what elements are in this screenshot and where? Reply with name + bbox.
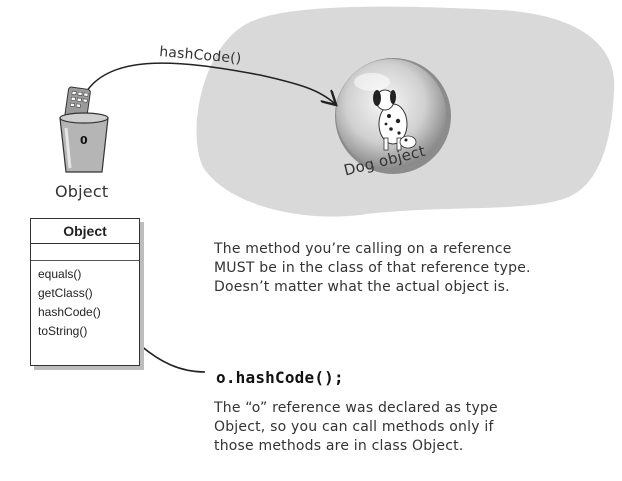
uml-class-name: Object xyxy=(31,219,139,244)
uml-method: equals() xyxy=(38,267,82,281)
uml-fields-compartment xyxy=(31,244,139,261)
uml-method: getClass() xyxy=(38,286,93,300)
code-statement: o.hashCode(); xyxy=(216,368,344,387)
annotation-bottom: The “o” reference was declared as type O… xyxy=(214,400,498,454)
annotation-top: The method you’re calling on a reference… xyxy=(214,241,531,295)
uml-methods-compartment: equals() getClass() hashCode() toString(… xyxy=(31,261,139,341)
reference-type-label: Object xyxy=(55,182,109,201)
hashcode-call-arrow xyxy=(79,62,335,104)
reference-number: 0 xyxy=(80,134,88,147)
uml-class-box: Object equals() getClass() hashCode() to… xyxy=(30,218,140,366)
uml-method: toString() xyxy=(38,324,88,338)
reference-cup-icon xyxy=(59,112,109,173)
uml-method: hashCode() xyxy=(38,305,101,319)
dalmatian-dog-icon xyxy=(373,89,417,151)
